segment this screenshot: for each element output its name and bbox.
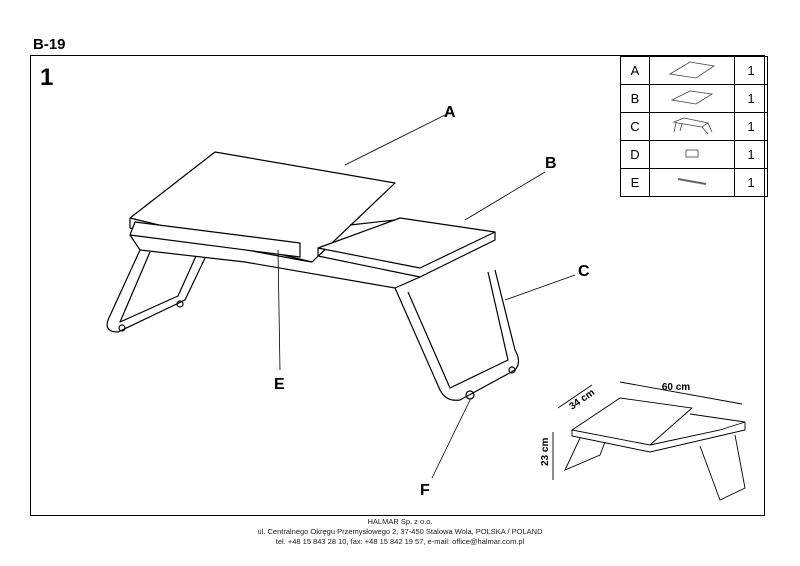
callout-b: B: [545, 155, 557, 172]
dimension-depth: 34 cm: [567, 387, 597, 412]
callout-c: C: [578, 263, 590, 280]
part-qty: 1: [734, 112, 768, 141]
footer-company: HALMAR Sp. z o.o.: [367, 517, 433, 526]
small-block-icon: [649, 140, 735, 169]
rail-strip-icon: [649, 168, 735, 197]
callout-f: F: [420, 482, 430, 499]
part-qty: 1: [734, 168, 768, 197]
step-number: 1: [40, 64, 54, 91]
dimension-height: 23 cm: [540, 438, 551, 466]
callout-a: A: [444, 104, 456, 121]
footer-address: ul. Centralnego Okręgu Przemysłowego 2, …: [257, 527, 543, 536]
footer: HALMAR Sp. z o.o. ul. Centralnego Okręgu…: [0, 517, 800, 547]
callout-e: E: [274, 376, 285, 393]
dimension-width: 60 cm: [662, 382, 690, 393]
instruction-frame: [30, 55, 765, 516]
model-code: B-19: [33, 36, 66, 53]
footer-contact: tel. +48 15 843 28 10, fax: +48 15 842 1…: [275, 537, 525, 546]
part-letter: D: [620, 140, 650, 169]
